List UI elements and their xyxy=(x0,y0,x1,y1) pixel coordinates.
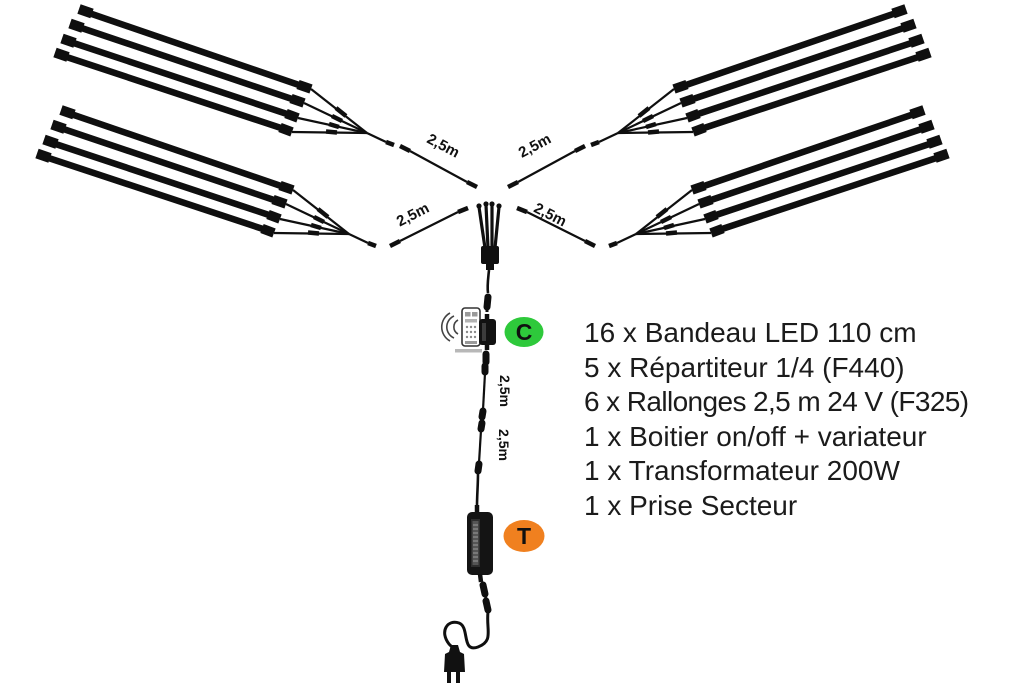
controller-device xyxy=(479,314,496,366)
led-strip-cluster-bottom-left xyxy=(37,110,376,246)
transformer-device xyxy=(467,505,493,583)
transformer-badge: T xyxy=(503,520,545,552)
remote-icon xyxy=(441,307,482,353)
vertical-extension-upper: 2,5m xyxy=(478,362,513,421)
controller-badge: C xyxy=(504,317,544,347)
remote-caption xyxy=(455,349,482,353)
parts-list-item: 5 x Répartiteur 1/4 (F440) xyxy=(584,351,905,383)
parts-list-item: 16 x Bandeau LED 110 cm xyxy=(584,317,917,348)
cable-length-label: 2,5m xyxy=(516,130,554,161)
parts-list-item: 1 x Transformateur 200W xyxy=(584,455,900,486)
parts-list-item: 1 x Boitier on/off + variateur xyxy=(584,420,927,452)
cable-length-label: 2,5m xyxy=(424,130,462,161)
cable-to-transformer xyxy=(475,472,480,507)
extension-cable-bottom-right: 2,5m xyxy=(516,200,597,249)
cable-length-label: 2,5m xyxy=(394,200,432,231)
extension-cable-top-left: 2,5m xyxy=(398,130,479,190)
led-strip-cluster-bottom-right xyxy=(609,110,948,246)
parts-list: 16 x Bandeau LED 110 cm 5 x Répartiteur … xyxy=(584,316,969,523)
cable-length-label: 2,5m xyxy=(496,429,512,461)
central-splitter xyxy=(476,201,502,312)
power-plug xyxy=(443,581,492,683)
extension-cable-top-right: 2,5m xyxy=(506,130,587,190)
parts-list-item: 6 x Rallonges 2,5 m 24 V (F325) xyxy=(584,386,969,417)
cable-length-label: 2,5m xyxy=(531,200,569,231)
transformer-badge-letter: T xyxy=(517,523,531,549)
extension-cable-bottom-left: 2,5m xyxy=(388,200,469,249)
parts-list-item: 1 x Prise Secteur xyxy=(584,489,798,521)
cable-length-label: 2,5m xyxy=(497,375,513,407)
vertical-extension-lower: 2,5m xyxy=(474,419,512,475)
controller-badge-letter: C xyxy=(516,319,533,345)
